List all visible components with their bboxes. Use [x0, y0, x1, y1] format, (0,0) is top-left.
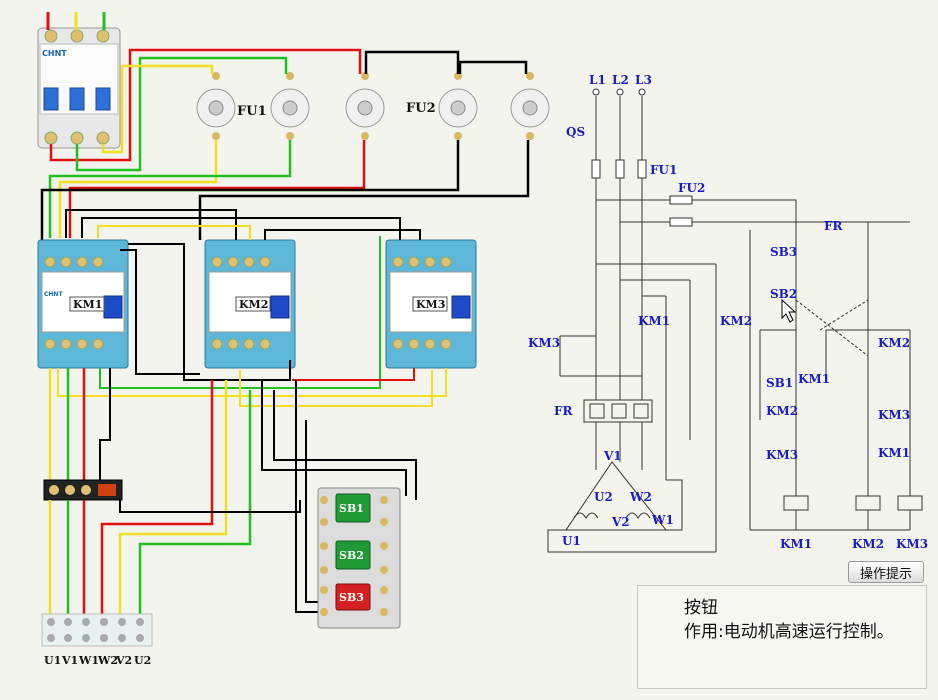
thermal-relay-fr[interactable]	[43, 479, 123, 501]
km1-brand: CHNT	[44, 291, 63, 298]
contactor-km3[interactable]: KM3	[385, 239, 477, 369]
sch-l3: L3	[635, 73, 652, 87]
km3-label: KM3	[416, 298, 445, 311]
sb2-button[interactable]: SB2	[335, 540, 371, 570]
sch-km1-nc: KM1	[878, 446, 910, 460]
sch-v2: V2	[611, 515, 630, 529]
sch-fr: FR	[554, 404, 574, 418]
sch-km3-coil: KM3	[896, 537, 928, 551]
fuse-fu2-2[interactable]	[510, 72, 550, 140]
fuse-fu2-1[interactable]	[438, 72, 478, 140]
sb1-label: SB1	[339, 502, 364, 515]
sch-fr-top: FR	[824, 219, 844, 233]
sch-v1: V1	[603, 449, 622, 463]
sch-w2: W2	[629, 490, 652, 504]
contactor-km1[interactable]: CHNT KM1	[37, 239, 129, 369]
sch-sb2: SB2	[770, 287, 797, 301]
breaker-lever-3[interactable]	[95, 87, 111, 111]
sch-km1-contact: KM1	[638, 314, 670, 328]
sch-fu1: FU1	[650, 163, 677, 177]
sb3-button[interactable]: SB3	[335, 583, 371, 611]
terminal-v1: V1	[61, 654, 78, 667]
fu1-label: FU1	[237, 104, 267, 119]
sch-l2: L2	[612, 73, 629, 87]
sch-km3-nc: KM3	[766, 448, 798, 462]
mouse-cursor-icon	[781, 298, 797, 323]
sch-fu2: FU2	[678, 181, 705, 195]
terminal-w2: W2	[97, 654, 118, 667]
wiring-diagram: CHNT FU1 FU2	[37, 12, 550, 667]
terminal-w1: W1	[78, 654, 99, 667]
terminal-u1: U1	[44, 654, 61, 667]
info-description: 作用:电动机高速运行控制。	[684, 622, 894, 642]
circuit-breaker[interactable]: CHNT	[37, 27, 121, 149]
schematic-diagram	[547, 88, 923, 553]
fuse-fu1-1[interactable]	[196, 72, 236, 140]
fuse-fu1-3[interactable]	[345, 72, 385, 140]
breaker-brand: CHNT	[42, 49, 67, 58]
info-panel: 按钮 作用:电动机高速运行控制。	[637, 585, 927, 689]
sch-l1: L1	[589, 73, 606, 87]
terminal-u2: U2	[134, 654, 151, 667]
sch-sb1: SB1	[766, 376, 793, 390]
sch-sb3: SB3	[770, 245, 797, 259]
fuse-fu1-2[interactable]	[270, 72, 310, 140]
sch-km2-coil: KM2	[852, 537, 884, 551]
operation-hint-button[interactable]: 操作提示	[848, 561, 924, 583]
sch-km1-coil: KM1	[780, 537, 812, 551]
sch-km2-ctrl: KM2	[878, 336, 910, 350]
sch-km3-contact: KM3	[528, 336, 560, 350]
fu2-label: FU2	[406, 101, 436, 116]
sch-u2: U2	[594, 490, 613, 504]
sch-km1-hold: KM1	[798, 372, 830, 386]
breaker-lever-1[interactable]	[43, 87, 59, 111]
info-title: 按钮	[684, 598, 718, 618]
contactor-km2[interactable]: KM2	[204, 239, 296, 369]
km1-label: KM1	[73, 298, 102, 311]
motor-terminal-block	[41, 613, 153, 647]
sch-u1: U1	[562, 534, 581, 548]
sch-w1: W1	[651, 513, 674, 527]
sch-km3-ctrl: KM3	[878, 408, 910, 422]
schematic-labels: L1 L2 L3 QS FU1 FU2 FR SB3 SB2 KM1 KM2 K…	[528, 73, 928, 551]
sb3-label: SB3	[339, 591, 364, 604]
sch-km2-contact: KM2	[720, 314, 752, 328]
sb1-button[interactable]: SB1	[335, 493, 371, 523]
sch-km2-nc: KM2	[766, 404, 798, 418]
terminal-v2: V2	[115, 654, 132, 667]
km2-label: KM2	[239, 298, 268, 311]
breaker-lever-2[interactable]	[69, 87, 85, 111]
sch-qs: QS	[566, 125, 585, 139]
sb2-label: SB2	[339, 549, 364, 562]
